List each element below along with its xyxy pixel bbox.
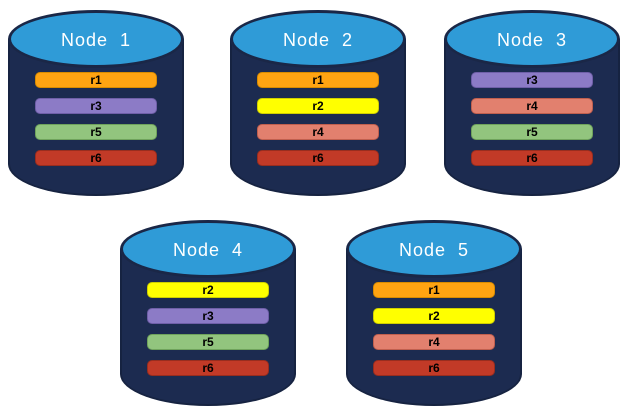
replica-bar: r5 [147,334,269,350]
replica-bar: r1 [373,282,495,298]
node-label: Node 1 [60,29,132,50]
replica-bar: r4 [471,98,593,114]
node-cylinder-4: Node 4 r2 r3 r5 r6 [120,220,296,406]
replica-bar: r4 [257,124,379,140]
cylinder-top: Node 1 [8,10,184,68]
node-label: Node 2 [282,29,354,50]
replica-bar: r2 [257,98,379,114]
replica-bar: r3 [147,308,269,324]
replica-list: r3 r4 r5 r6 [444,72,620,166]
replica-bar: r6 [257,150,379,166]
replica-bar: r3 [35,98,157,114]
node-label: Node 5 [398,239,470,260]
replica-bar: r6 [147,360,269,376]
replica-bar: r1 [257,72,379,88]
node-label: Node 3 [496,29,568,50]
node-cylinder-3: Node 3 r3 r4 r5 r6 [444,10,620,196]
replica-bar: r6 [471,150,593,166]
replica-list: r1 r2 r4 r6 [346,282,522,376]
node-label: Node 4 [172,239,244,260]
replica-bar: r1 [35,72,157,88]
cylinder-top: Node 3 [444,10,620,68]
replica-list: r1 r3 r5 r6 [8,72,184,166]
replica-bar: r3 [471,72,593,88]
replica-bar: r5 [471,124,593,140]
replica-list: r1 r2 r4 r6 [230,72,406,166]
replica-list: r2 r3 r5 r6 [120,282,296,376]
cylinder-top: Node 2 [230,10,406,68]
replica-bar: r6 [35,150,157,166]
cylinder-top: Node 5 [346,220,522,278]
replica-bar: r4 [373,334,495,350]
node-cylinder-2: Node 2 r1 r2 r4 r6 [230,10,406,196]
replica-bar: r2 [147,282,269,298]
replica-bar: r6 [373,360,495,376]
replica-bar: r5 [35,124,157,140]
cylinder-top: Node 4 [120,220,296,278]
node-cylinder-5: Node 5 r1 r2 r4 r6 [346,220,522,406]
replica-bar: r2 [373,308,495,324]
node-cylinder-1: Node 1 r1 r3 r5 r6 [8,10,184,196]
